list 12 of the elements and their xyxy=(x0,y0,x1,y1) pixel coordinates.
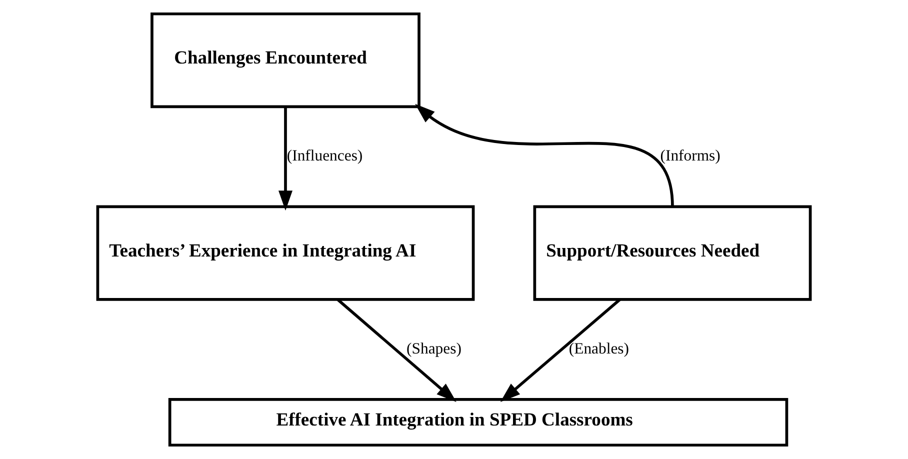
node-box: Challenges Encountered xyxy=(150,12,420,108)
arrow xyxy=(278,106,292,211)
arrow xyxy=(415,104,674,207)
edge-label: (Informs) xyxy=(660,148,720,165)
arrow xyxy=(500,298,621,402)
node-box: Support/Resources Needed xyxy=(533,205,812,301)
node-box: Teachers’ Experience in Integrating AI xyxy=(96,205,475,301)
node-box: Effective AI Integration in SPED Classrooms xyxy=(168,398,788,447)
edge-label: (Shapes) xyxy=(406,340,462,358)
edge-label: (Enables) xyxy=(568,340,629,358)
edge-label: (Influences) xyxy=(286,148,363,165)
arrow xyxy=(336,298,456,402)
